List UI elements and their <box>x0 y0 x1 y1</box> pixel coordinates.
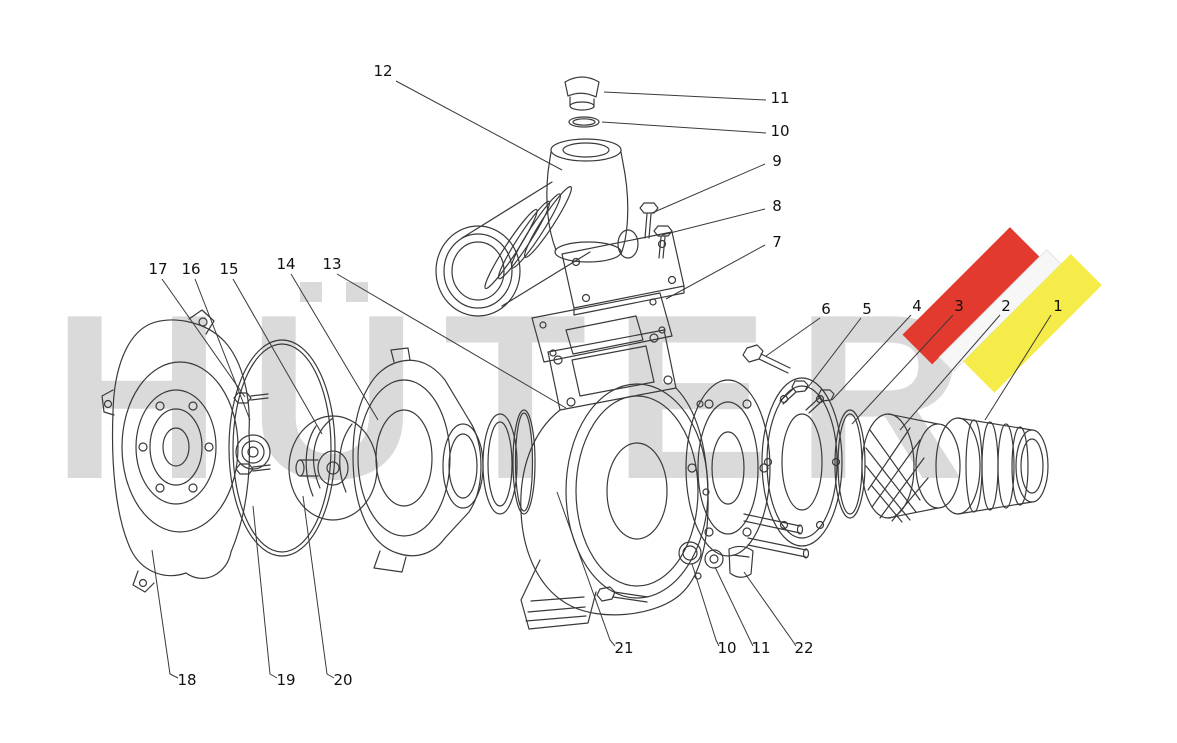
plate-bolt-9 <box>639 202 659 239</box>
huter-watermark: HUTER <box>52 227 1102 528</box>
outlet-elbow-assembly <box>435 76 629 317</box>
callout-leader-8-4 <box>661 208 766 236</box>
cover-bolt <box>742 344 791 374</box>
callout-label-15-14: 15 <box>219 260 238 278</box>
casing-o-ring <box>512 409 536 515</box>
filler-plug <box>564 76 600 98</box>
callout-label-5-7: 5 <box>862 300 872 318</box>
callout-leader-5-7 <box>805 317 862 391</box>
pump-housing <box>520 329 710 630</box>
callout-leader-9-3 <box>651 163 766 214</box>
callout-leader-13-16 <box>336 273 567 409</box>
plate-bolt-8 <box>653 225 673 259</box>
callout-leader-18-17 <box>151 549 179 679</box>
callout-leader-6-6 <box>765 317 821 357</box>
callout-label-8-4: 8 <box>772 197 782 215</box>
umlaut-dot-right <box>346 282 368 302</box>
hose-coupling <box>935 417 1049 515</box>
flag-red-stripe <box>902 227 1040 365</box>
callout-leader-3-9 <box>851 314 954 425</box>
callout-leader-20-19 <box>302 495 335 679</box>
callout-leader-1-11 <box>984 314 1052 421</box>
cover-stud-bolts <box>233 392 271 475</box>
rear-cover-part <box>101 309 251 593</box>
mechanical-seal <box>235 434 271 470</box>
callout-label-16-13: 16 <box>181 260 200 278</box>
wear-plate-ring <box>482 413 518 515</box>
callout-label-14-15: 14 <box>276 255 295 273</box>
callout-leader-11-22 <box>714 566 754 647</box>
brand-flag <box>902 227 1102 393</box>
callout-label-22-23: 22 <box>794 639 813 657</box>
callout-label-12-0: 12 <box>373 62 392 80</box>
callout-label-4-8: 4 <box>912 297 922 315</box>
callout-leader-4-8 <box>831 314 912 401</box>
pump-exploded-drawing <box>101 76 1049 630</box>
callout-label-19-18: 19 <box>276 671 295 689</box>
callout-leader-16-13 <box>194 278 251 421</box>
flange-bolts <box>779 380 835 414</box>
strainer-screen <box>861 413 961 523</box>
callout-leader-2-10 <box>899 314 1001 431</box>
discharge-flange <box>685 379 810 559</box>
callout-label-3-9: 3 <box>954 297 964 315</box>
callout-leader-17-12 <box>161 278 246 398</box>
umlaut-dot-left <box>300 282 322 302</box>
callout-label-13-16: 13 <box>322 255 341 273</box>
callout-leader-15-14 <box>232 278 323 435</box>
callout-leader-22-23 <box>743 571 797 647</box>
callout-label-2-10: 2 <box>1001 297 1011 315</box>
callout-label-7-5: 7 <box>772 233 782 251</box>
callout-label-11-22: 11 <box>751 639 770 657</box>
flag-yellow-stripe <box>963 254 1102 393</box>
drain-port-parts <box>678 541 754 578</box>
callout-label-11-1: 11 <box>770 89 789 107</box>
callout-leader-11-1 <box>603 91 767 101</box>
brand-watermark-text: HUTER <box>52 265 991 528</box>
plug-o-ring <box>568 116 600 128</box>
cover-gasket-ring <box>228 339 336 557</box>
callout-leader-12-0 <box>395 80 563 171</box>
callout-label-20-19: 20 <box>333 671 352 689</box>
callout-leader-21-20 <box>556 491 616 647</box>
callout-leader-10-21 <box>691 563 720 647</box>
callout-leader-10-2 <box>601 121 767 134</box>
callout-leader-19-18 <box>252 505 278 679</box>
callout-label-18-17: 18 <box>177 671 196 689</box>
callout-label-17-12: 17 <box>148 260 167 278</box>
callout-label-21-20: 21 <box>614 639 633 657</box>
callout-label-6-6: 6 <box>821 300 831 318</box>
callout-label-10-21: 10 <box>717 639 736 657</box>
callout-label-1-11: 1 <box>1053 297 1063 315</box>
callout-leader-14-15 <box>290 273 379 421</box>
callout-label-10-2: 10 <box>770 122 789 140</box>
callout-label-9-3: 9 <box>772 152 782 170</box>
base-gasket <box>531 292 673 363</box>
callout-leader-7-5 <box>665 244 766 300</box>
